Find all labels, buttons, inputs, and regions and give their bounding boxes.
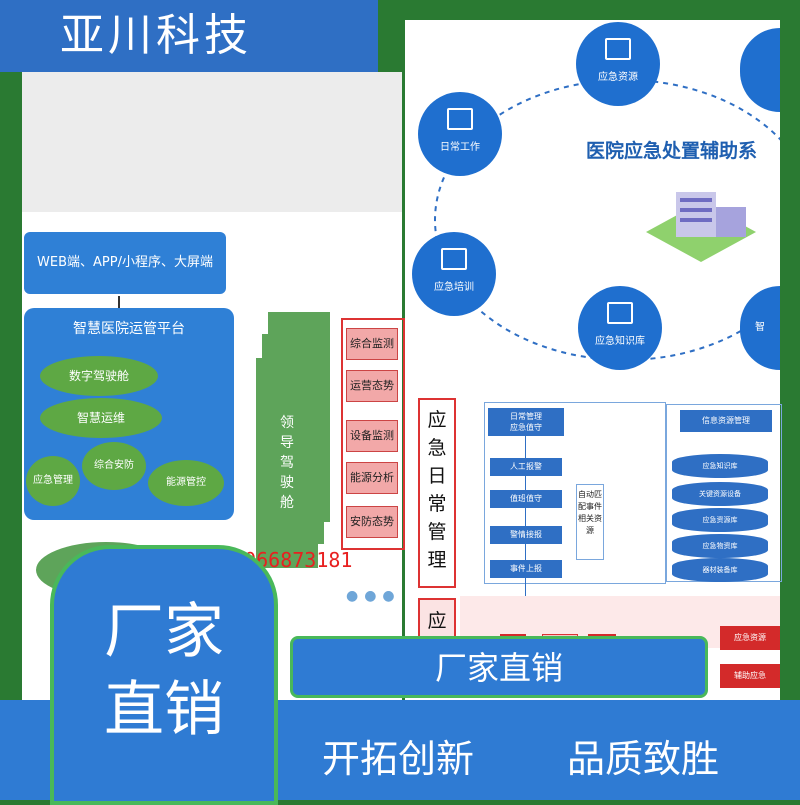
brand-logo-text: 亚川科技 bbox=[0, 0, 378, 72]
slogan-innovation: 开拓创新 bbox=[322, 737, 475, 781]
resource-db: 应急知识库 bbox=[672, 454, 768, 478]
node-knowledge-base[interactable]: 应急知识库 bbox=[578, 286, 662, 370]
module-digital-cockpit: 数字驾驶舱 bbox=[40, 356, 158, 396]
module-security: 综合安防 bbox=[82, 442, 146, 490]
badge-line-1: 厂家 bbox=[104, 597, 224, 667]
flow-header: 日常管理 应急值守 bbox=[488, 408, 564, 436]
node-label: 应急知识库 bbox=[595, 336, 645, 347]
flow-line bbox=[525, 436, 526, 626]
flow-step: 值班值守 bbox=[490, 490, 562, 508]
node-label: 智 bbox=[755, 322, 765, 333]
node-label: 应急培训 bbox=[434, 282, 474, 293]
flow-step: 警情接报 bbox=[490, 526, 562, 544]
cockpit-card: 领导驾驶舱 bbox=[256, 358, 318, 568]
resource-db: 器材装备库 bbox=[672, 558, 768, 582]
node-training[interactable]: 应急培训 bbox=[412, 232, 496, 316]
functions-column bbox=[341, 318, 405, 550]
bottom-item: 应急资源 bbox=[720, 626, 780, 650]
graduation-cap-icon bbox=[441, 248, 467, 270]
node-label: 日常工作 bbox=[440, 142, 480, 153]
module-emergency: 应急管理 bbox=[26, 456, 80, 506]
bottom-item: 辅助应急 bbox=[720, 664, 780, 688]
badge-line-2: 直销 bbox=[104, 675, 224, 745]
node-daily-work[interactable]: 日常工作 bbox=[418, 92, 502, 176]
direct-sale-badge: 厂家 直销 bbox=[50, 545, 278, 805]
flow-step: 事件上报 bbox=[490, 560, 562, 578]
slogan-quality: 品质致胜 bbox=[567, 737, 720, 781]
cockpit-label: 领导驾驶舱 bbox=[280, 415, 294, 511]
flow-step: 人工报警 bbox=[490, 458, 562, 476]
function-item: 安防态势 bbox=[346, 506, 398, 538]
module-smart-maintenance: 智慧运维 bbox=[40, 398, 162, 438]
book-icon bbox=[607, 302, 633, 324]
section-label-daily: 应急日常管理 bbox=[418, 398, 456, 588]
platform-title: 智慧医院运管平台 bbox=[73, 321, 185, 337]
section-label-text: 应急日常管理 bbox=[427, 409, 447, 571]
resource-db: 关键资源设备 bbox=[672, 482, 768, 506]
resource-header: 信息资源管理 bbox=[680, 410, 772, 432]
system-title: 医院应急处置辅助系 bbox=[586, 140, 758, 162]
direct-sale-tab: 厂家直销 bbox=[290, 636, 708, 698]
hospital-building-illustration bbox=[646, 192, 756, 262]
module-energy: 能源管控 bbox=[148, 460, 224, 506]
resource-db: 应急物资库 bbox=[672, 534, 768, 558]
function-item: 能源分析 bbox=[346, 462, 398, 494]
node-resources[interactable]: 应急资源 bbox=[576, 22, 660, 106]
monitor-icon bbox=[447, 108, 473, 130]
side-note-box: 自动匹配事件相关资源 bbox=[576, 484, 604, 560]
box-icon bbox=[605, 38, 631, 60]
resource-db: 应急资源库 bbox=[672, 508, 768, 532]
channels-box: WEB端、APP/小程序、大屏端 bbox=[24, 232, 226, 294]
left-blank-area bbox=[22, 72, 402, 212]
flow-frame bbox=[484, 402, 666, 584]
dots-decoration: ●●● bbox=[346, 588, 401, 604]
connector-arrow bbox=[118, 296, 120, 308]
function-item: 设备监测 bbox=[346, 420, 398, 452]
function-item: 综合监测 bbox=[346, 328, 398, 360]
function-item: 运营态势 bbox=[346, 370, 398, 402]
node-label: 应急资源 bbox=[598, 72, 638, 83]
